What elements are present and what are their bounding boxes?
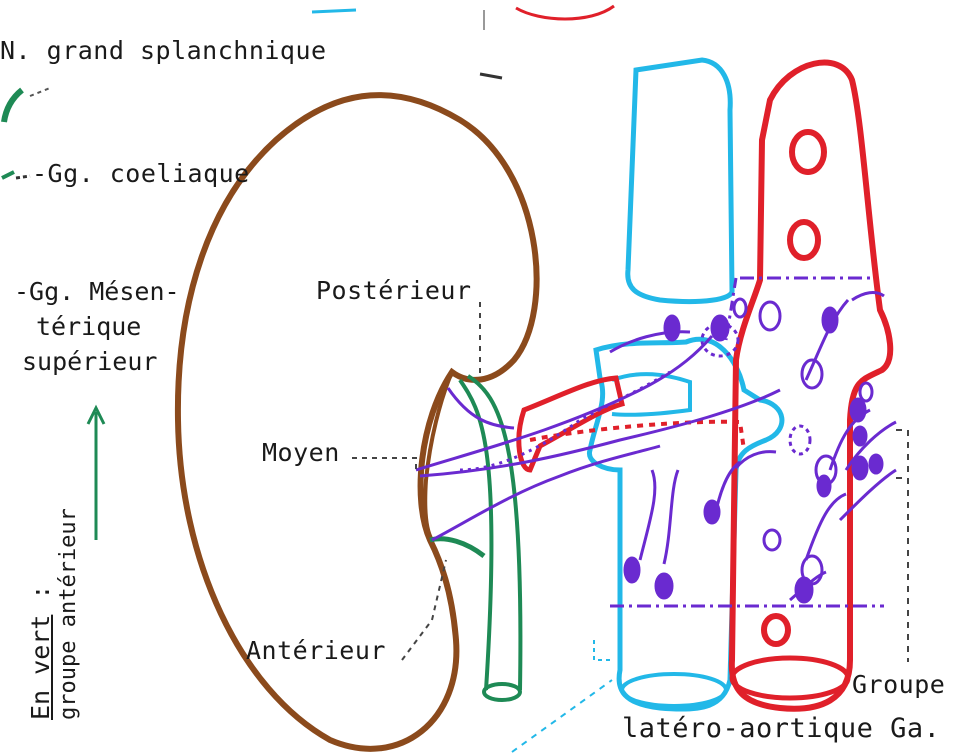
ureter-end [484, 684, 520, 700]
label-coeliaque: -Gg. coeliaque [32, 157, 250, 191]
ureter-left-wall [460, 380, 492, 690]
label-grand-splanchnique: N. grand splanchnique [0, 34, 327, 68]
renal-artery [519, 378, 622, 470]
vena-cava-upper [628, 60, 732, 302]
coeliaque-mark [16, 176, 30, 178]
bottom-bracket [594, 640, 612, 660]
aorta-hole-1 [792, 132, 824, 172]
label-mesenterique-line-2: térique [14, 309, 180, 344]
nerve-lines [416, 293, 896, 600]
label-latero-aortique: latéro-aortique Ga. [622, 712, 940, 746]
left-renal-vein [612, 374, 690, 415]
moyen-leader [352, 458, 416, 470]
aorta-bottom [732, 658, 848, 698]
label-mesenterique-line-3: supérieur [14, 344, 180, 379]
label-en-vert-groupe-anterieur: En vert : groupe antérieur [26, 508, 82, 720]
label-mesenterique: -Gg. Mésen- térique supérieur [14, 274, 180, 379]
aorta-hole-2 [790, 222, 818, 258]
green-nerve-top [4, 90, 22, 122]
groupe-bracket [896, 430, 908, 662]
label-anterieur: Antérieur [246, 634, 386, 668]
label-mesenterique-line-1: -Gg. Mésen- [14, 274, 180, 309]
small-arrow-mark [480, 74, 502, 78]
ureter-right-wall [468, 376, 520, 690]
label-en-vert: En vert : [26, 508, 56, 720]
label-groupe: Groupe [852, 668, 945, 702]
bottom-left-pointer [512, 680, 612, 752]
green-nerve-mid [2, 172, 14, 178]
aorta-hole-3 [764, 616, 788, 644]
anterieur-leader [402, 560, 446, 660]
top-stray-mark-red [516, 6, 614, 19]
vena-cava-bottom [622, 674, 726, 706]
top-stray-mark-cyan [312, 10, 356, 12]
label-moyen: Moyen [262, 436, 340, 470]
splanchnique-pointer [30, 88, 50, 96]
label-posterieur: Postérieur [316, 274, 472, 308]
aorta-outline [732, 63, 890, 709]
label-groupe-anterieur: groupe antérieur [56, 508, 82, 720]
